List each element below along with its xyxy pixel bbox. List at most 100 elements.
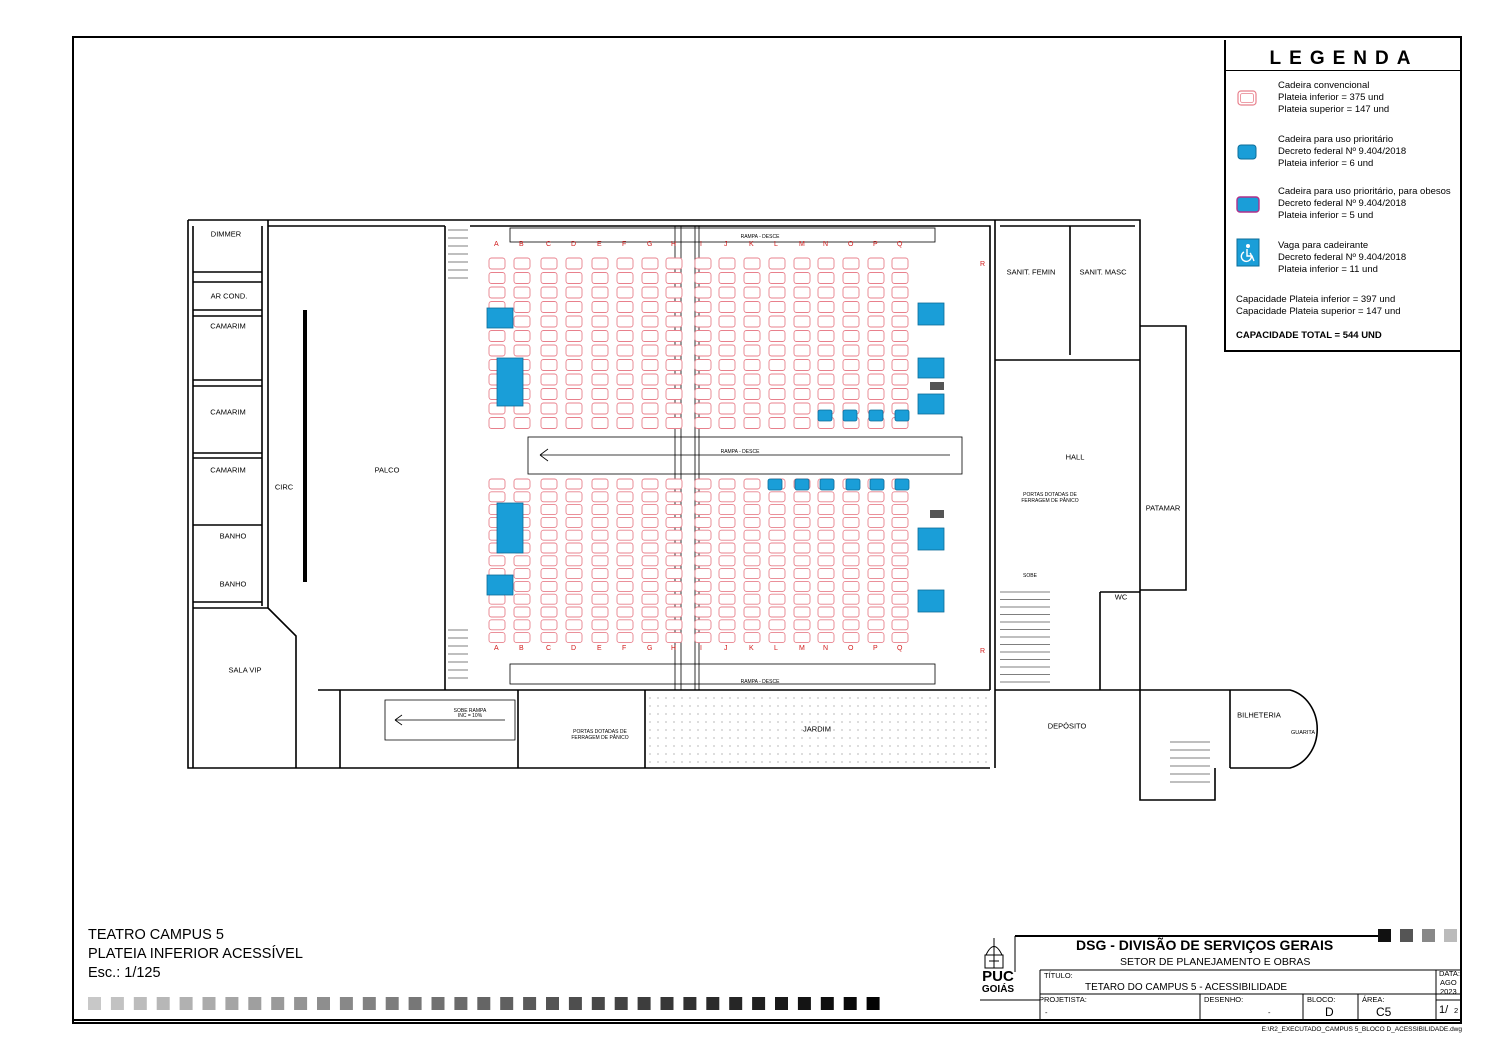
legend-item-obese: Cadeira para uso prioritário, para obeso… xyxy=(1278,186,1451,221)
priority-seat-icon xyxy=(894,409,910,422)
seat-icon xyxy=(591,593,609,605)
seat-icon xyxy=(641,632,659,644)
seat-icon xyxy=(488,257,506,270)
room-deposito: DEPÓSITO xyxy=(1047,721,1087,731)
seat-icon xyxy=(641,529,659,541)
row-letter: A xyxy=(494,241,499,248)
seat-icon xyxy=(867,606,885,618)
seat-icon xyxy=(641,344,659,357)
seat-icon xyxy=(540,491,558,503)
seat-icon xyxy=(718,301,736,313)
ramp-label-mid: RAMPA - DESCE xyxy=(720,449,760,455)
seat-icon xyxy=(641,619,659,631)
seat-icon xyxy=(891,373,909,386)
seat-icon xyxy=(513,491,531,503)
seat-icon xyxy=(591,491,609,503)
seat-icon xyxy=(817,301,835,313)
seat-icon xyxy=(665,359,683,371)
seat-icon xyxy=(817,580,835,592)
seat-icon xyxy=(793,330,811,342)
seat-icon xyxy=(817,286,835,299)
seat-icon xyxy=(665,388,683,400)
room-sanit-femin: SANIT. FEMIN xyxy=(1006,267,1056,277)
seat-icon xyxy=(793,529,811,541)
seat-icon xyxy=(842,580,860,592)
seat-icon xyxy=(565,373,583,386)
seat-icon xyxy=(743,417,761,429)
seat-icon xyxy=(591,373,609,386)
seat-icon xyxy=(867,272,885,284)
sheet-border xyxy=(72,36,1462,1024)
seat-icon xyxy=(616,529,634,541)
seat-icon xyxy=(768,568,786,580)
projetista-label: PROJETISTA: xyxy=(1039,995,1087,1004)
seat-icon xyxy=(793,593,811,605)
seat-icon xyxy=(768,491,786,503)
seat-icon xyxy=(565,568,583,580)
seat-icon xyxy=(793,491,811,503)
row-letter: D xyxy=(571,645,576,652)
seat-icon xyxy=(867,542,885,554)
seat-icon xyxy=(591,632,609,644)
seat-icon xyxy=(743,388,761,400)
seat-icon xyxy=(641,606,659,618)
room-circ: CIRC xyxy=(274,482,294,492)
seat-icon xyxy=(565,516,583,528)
seat-icon xyxy=(616,606,634,618)
room-camarim-2: CAMARIM xyxy=(210,407,246,417)
seat-icon xyxy=(793,301,811,313)
seat-icon xyxy=(665,286,683,299)
seat-icon xyxy=(565,286,583,299)
seat-icon xyxy=(616,373,634,386)
seat-icon xyxy=(513,568,531,580)
seat-icon xyxy=(891,286,909,299)
seat-icon xyxy=(817,272,835,284)
seat-icon xyxy=(817,619,835,631)
seat-icon xyxy=(718,417,736,429)
seat-icon xyxy=(616,286,634,299)
seat-icon xyxy=(565,272,583,284)
seat-icon xyxy=(793,542,811,554)
seat-icon xyxy=(616,542,634,554)
seat-icon xyxy=(768,301,786,313)
seat-icon xyxy=(891,542,909,554)
seat-icon xyxy=(591,402,609,415)
stage-edge xyxy=(303,310,307,582)
seat-icon xyxy=(891,555,909,567)
seat-icon xyxy=(842,344,860,357)
seat-icon xyxy=(891,272,909,284)
seat-icon xyxy=(665,257,683,270)
seat-icon xyxy=(743,593,761,605)
seat-icon xyxy=(591,555,609,567)
project-name: TEATRO CAMPUS 5 xyxy=(88,927,224,943)
row-letter: E xyxy=(597,241,602,248)
seat-icon xyxy=(513,315,531,328)
row-letter: H xyxy=(671,241,676,248)
seat-icon xyxy=(867,491,885,503)
seat-icon xyxy=(641,555,659,567)
seat-icon xyxy=(513,619,531,631)
priority-seat-icon xyxy=(767,478,783,491)
seat-icon xyxy=(768,257,786,270)
room-banho-1: BANHO xyxy=(219,531,247,541)
scale-squares xyxy=(88,997,880,1010)
seat-icon xyxy=(817,257,835,270)
seat-icon xyxy=(743,568,761,580)
seat-icon xyxy=(867,504,885,516)
row-letter: O xyxy=(848,645,854,652)
row-letter: O xyxy=(848,241,854,248)
seat-icon xyxy=(565,402,583,415)
row-letter: D xyxy=(571,241,576,248)
seat-icon xyxy=(743,402,761,415)
seat-icon xyxy=(641,315,659,328)
seat-icon xyxy=(842,504,860,516)
seat-icon xyxy=(817,344,835,357)
seat-icon xyxy=(743,315,761,328)
seat-icon xyxy=(540,402,558,415)
seat-icon xyxy=(591,417,609,429)
seat-icon xyxy=(842,529,860,541)
row-letter: Q xyxy=(897,241,903,248)
seat-icon xyxy=(817,516,835,528)
priority-seat-icon xyxy=(794,478,810,491)
seat-icon xyxy=(817,373,835,386)
